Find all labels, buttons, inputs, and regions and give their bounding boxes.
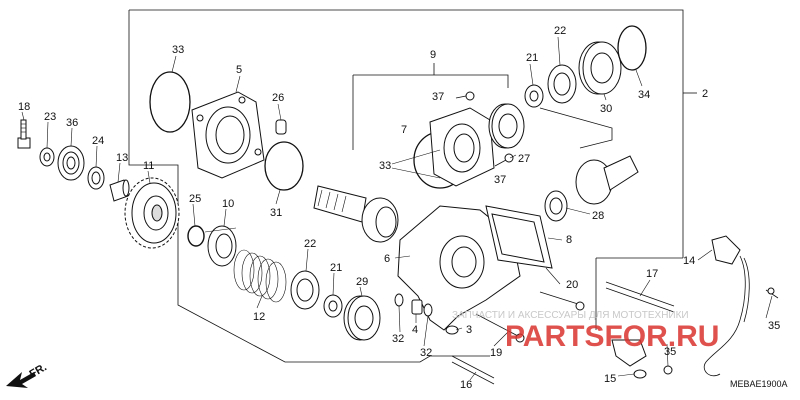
assembly-outline-lower	[539, 107, 613, 149]
callout-11: 11	[143, 160, 154, 172]
clutch-cam-10	[204, 225, 237, 267]
bolt-16	[451, 355, 495, 385]
callout-36: 36	[66, 117, 78, 129]
screw-35-bottom	[663, 365, 673, 375]
bolt-17	[605, 281, 675, 313]
sensor-14	[703, 235, 750, 377]
callout-32-left: 32	[392, 333, 404, 345]
bolt-18	[17, 119, 31, 149]
callout-3: 3	[466, 324, 472, 336]
nut-21-top	[524, 84, 544, 108]
callout-34: 34	[638, 89, 650, 101]
callout-18: 18	[18, 101, 30, 113]
bolt-20	[539, 291, 585, 311]
callout-2: 2	[702, 88, 708, 100]
callout-35-right: 35	[768, 320, 780, 332]
callout-12: 12	[253, 311, 265, 323]
assembly-outline-9	[352, 63, 509, 150]
callout-14: 14	[683, 255, 695, 267]
circlip-25	[187, 225, 205, 247]
callout-37-middle: 37	[494, 174, 506, 186]
bolt-37-mid	[494, 153, 514, 167]
dowel-pin-26	[275, 119, 287, 135]
callout-22-top: 22	[554, 25, 566, 37]
oil-seal-24	[87, 166, 105, 190]
callout-21-bottom: 21	[330, 262, 342, 274]
plug-4	[411, 299, 423, 315]
collar-13	[109, 179, 130, 202]
callout-5: 5	[236, 64, 242, 76]
cover-8	[485, 205, 553, 269]
bearing-22-top	[547, 64, 577, 104]
washer-23	[39, 147, 55, 167]
assembly-outline-2	[128, 9, 697, 363]
o-ring-31	[264, 141, 304, 191]
pin-32-right	[423, 303, 433, 317]
callout-9: 9	[430, 49, 436, 61]
nut-21-lower	[323, 294, 343, 318]
bolt-37-top	[455, 91, 475, 101]
callout-33-middle: 33	[379, 160, 391, 172]
front-direction-arrow: FR.	[6, 361, 49, 388]
diagram-code: MEBAE1900A	[730, 379, 788, 389]
callout-29: 29	[356, 276, 368, 288]
callout-4: 4	[412, 324, 418, 336]
callout-22-bottom: 22	[304, 238, 316, 250]
pinion-gear	[575, 155, 639, 205]
callout-32-right: 32	[420, 347, 432, 359]
callout-33-top: 33	[172, 44, 184, 56]
snap-ring-34	[617, 25, 647, 71]
callout-28: 28	[592, 210, 604, 222]
callout-25: 25	[189, 193, 201, 205]
callout-13: 13	[116, 152, 128, 164]
bearing-holder-5	[191, 91, 265, 179]
bearing-36	[57, 145, 85, 181]
callout-20: 20	[566, 279, 578, 291]
leader-lines	[21, 36, 773, 381]
callout-30: 30	[600, 103, 612, 115]
shaft	[313, 185, 399, 243]
bracket-15	[611, 339, 647, 379]
callout-10: 10	[222, 198, 234, 210]
direction-label: FR.	[28, 361, 49, 380]
callout-26: 26	[272, 92, 284, 104]
pin-32-left	[394, 293, 404, 307]
callout-27: 27	[518, 153, 530, 165]
callout-24: 24	[92, 135, 104, 147]
gear-11	[124, 177, 180, 249]
housing-7	[413, 107, 495, 189]
watermark-brand: PARTSFOR.RU	[505, 320, 719, 353]
callout-6: 6	[384, 253, 390, 265]
callout-16: 16	[460, 379, 472, 391]
o-ring-33-top	[149, 71, 191, 133]
bearing-22-lower	[290, 270, 320, 310]
washer-3	[445, 325, 459, 335]
watermark: ЗАПЧАСТИ И АКСЕССУАРЫ ДЛЯ МОТОТЕХНИКИ PA…	[452, 310, 719, 353]
bearing-30	[578, 41, 622, 95]
callout-17: 17	[646, 268, 658, 280]
callout-23: 23	[44, 111, 56, 123]
callout-7: 7	[401, 124, 407, 136]
bearing-28	[544, 190, 568, 222]
bearing-27	[488, 103, 525, 149]
callout-21-top: 21	[526, 52, 538, 64]
callout-15: 15	[604, 373, 616, 385]
callout-37-top: 37	[432, 91, 444, 103]
spring-12	[233, 249, 287, 303]
screw-35-right	[765, 287, 779, 299]
bolt-19	[475, 313, 525, 343]
watermark-caption: ЗАПЧАСТИ И АКСЕССУАРЫ ДЛЯ МОТОТЕХНИКИ	[452, 310, 689, 321]
callout-31: 31	[270, 207, 282, 219]
callout-8: 8	[566, 234, 572, 246]
callout-19: 19	[490, 347, 502, 359]
bearing-29	[343, 295, 381, 341]
gear-case-6	[397, 205, 521, 331]
callouts: 2 3 4 5 6 7 8 9 10 11 12 13 14 15 16 17 …	[18, 25, 780, 391]
